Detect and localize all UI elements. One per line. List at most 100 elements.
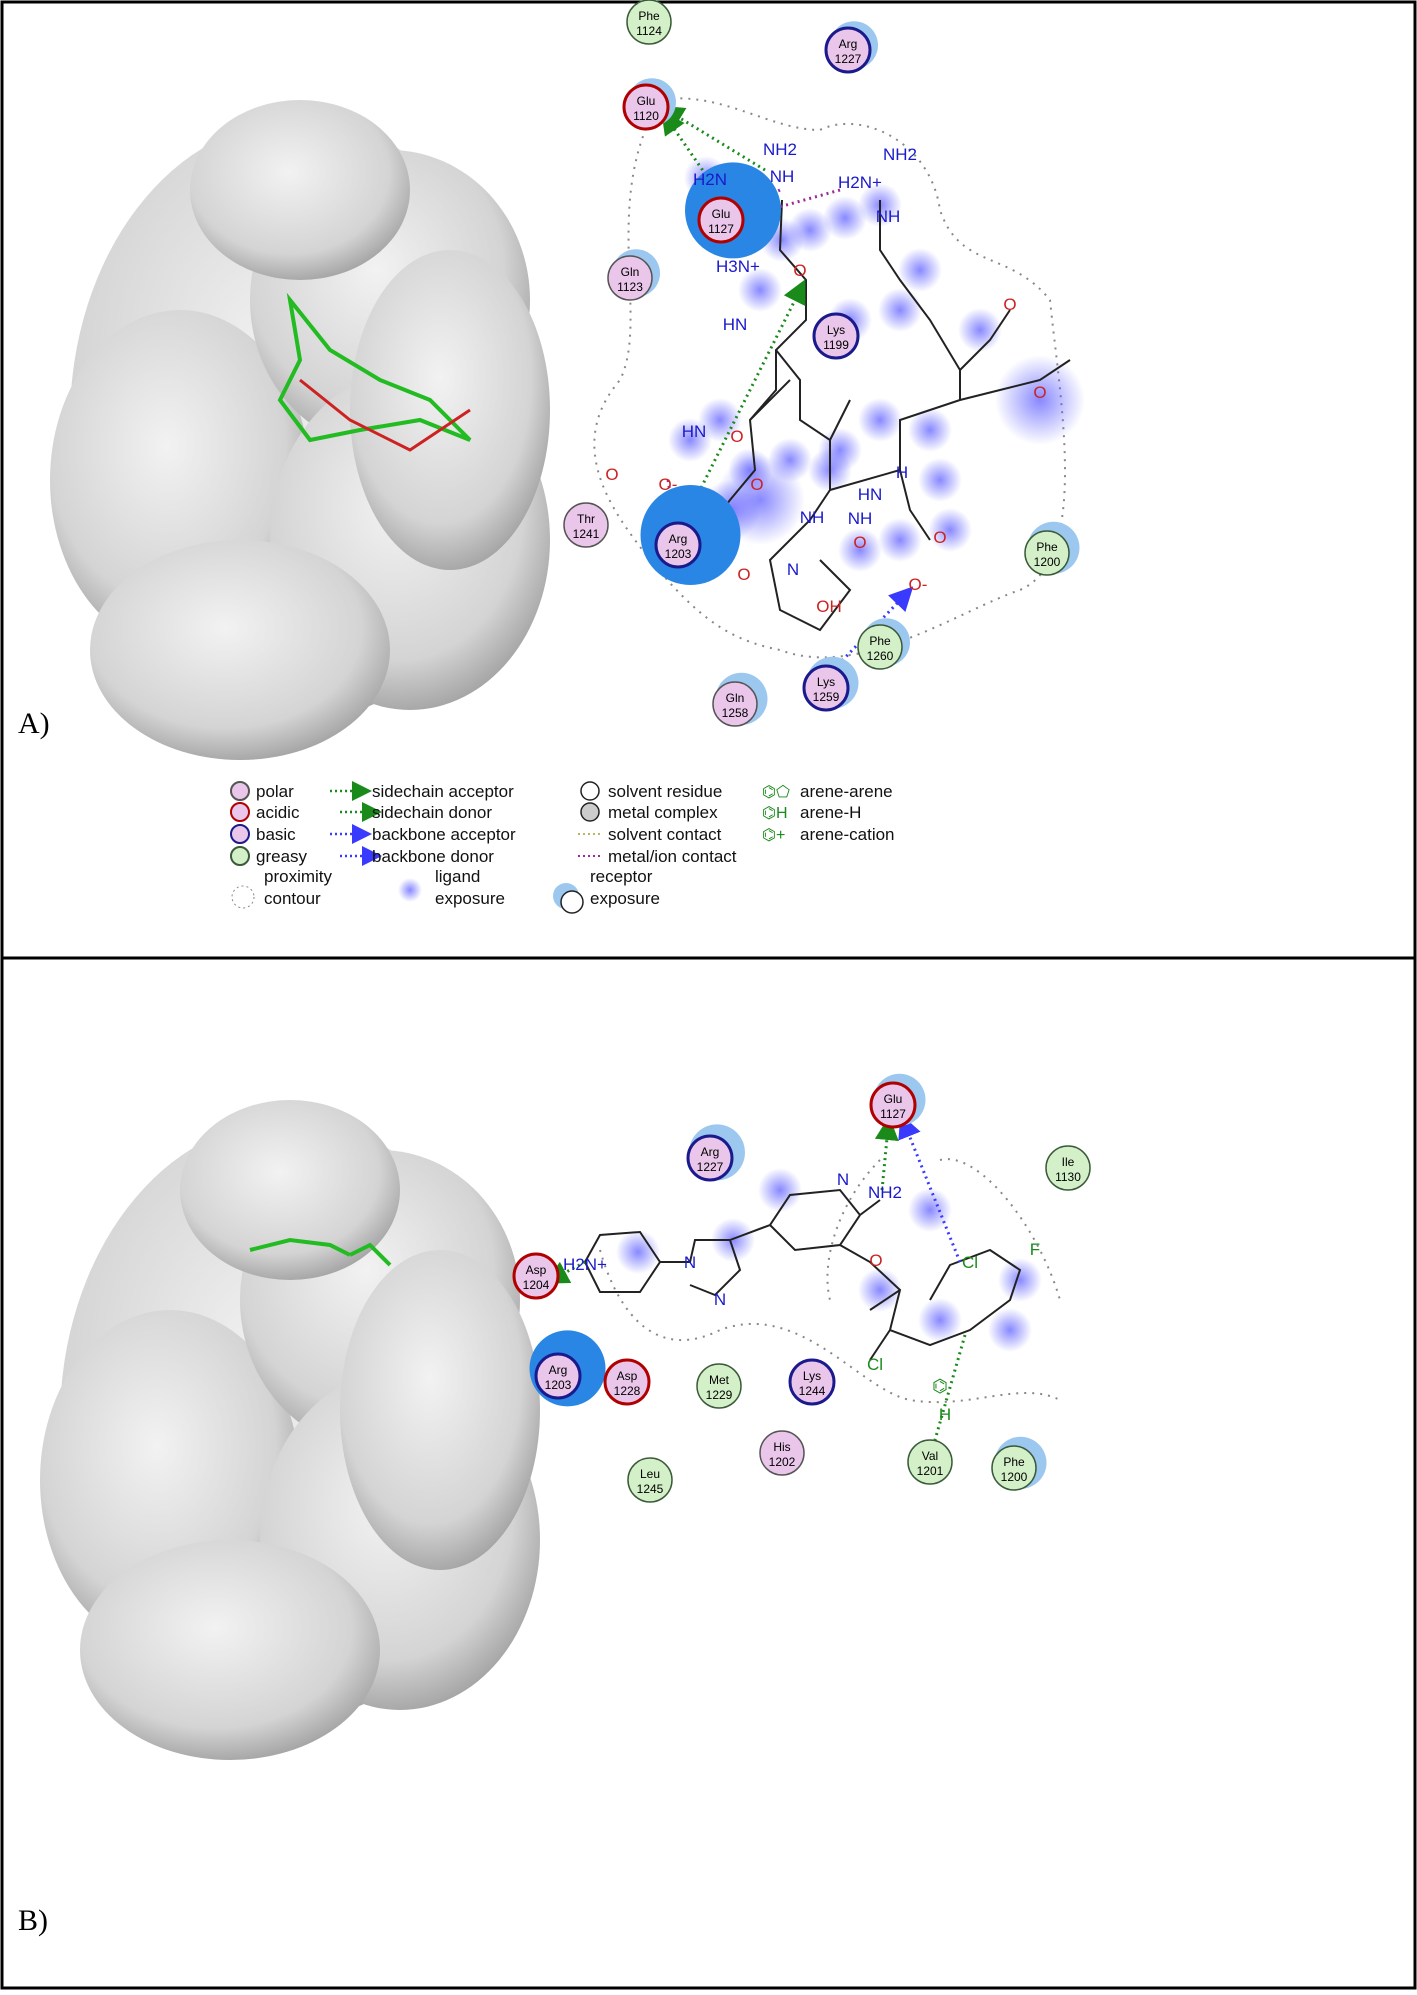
protein-surface	[340, 1250, 540, 1570]
atom-label: OH	[816, 597, 842, 616]
proximity-contour	[599, 1158, 1061, 1404]
residue-arg-1203[interactable]	[534, 1352, 582, 1400]
residue-asp-1204[interactable]	[512, 1252, 560, 1300]
residue-his-1202[interactable]	[759, 1430, 805, 1476]
residue-arg-1227[interactable]	[686, 1134, 734, 1182]
residue-arg-1203[interactable]	[654, 521, 702, 569]
residue-gln-1123[interactable]	[607, 255, 653, 301]
residue-name: Phe	[1036, 540, 1058, 554]
residue-number: 1260	[867, 649, 894, 663]
interaction-line	[683, 279, 806, 521]
residue-thr-1241[interactable]	[563, 502, 609, 548]
arene-icon: ⌬H	[762, 805, 788, 822]
residue-name: Arg	[701, 1145, 720, 1159]
ligand-exposure	[823, 196, 867, 240]
residue-phe-1200[interactable]	[991, 1445, 1037, 1491]
residue-number: 1120	[633, 109, 659, 123]
residue-name: Gln	[621, 265, 640, 279]
atom-label: F	[1030, 1240, 1040, 1259]
residue-name: Met	[709, 1373, 730, 1387]
residue-name: Phe	[638, 9, 660, 23]
ligand-exposure	[908, 1188, 952, 1232]
atom-label: O	[793, 261, 806, 280]
interaction-line	[898, 1113, 962, 1263]
residue-leu-1245[interactable]	[627, 1457, 673, 1503]
legend-swatch-polar	[230, 781, 250, 801]
residue-phe-1260[interactable]	[857, 624, 903, 670]
legend-label: acidic	[256, 803, 300, 822]
ligand-bond	[299, 378, 471, 452]
ligand-exposure	[858, 1268, 902, 1312]
ligand-exposure-icon	[398, 878, 422, 902]
ligand-exposure	[668, 418, 712, 462]
residue-ile-1130[interactable]	[1045, 1145, 1091, 1191]
panel-b-label: B)	[18, 1904, 48, 1937]
atom-label: H2N	[693, 170, 727, 189]
residue-number: 1245	[637, 1482, 664, 1496]
atom-label: N	[837, 1170, 849, 1189]
residue-name: Glu	[712, 207, 731, 221]
residue-lys-1259[interactable]	[802, 664, 850, 712]
residue-name: Ile	[1062, 1155, 1075, 1169]
legend-label: contour	[264, 889, 321, 908]
residue-name: Lys	[817, 675, 835, 689]
residue-glu-1127[interactable]	[697, 196, 745, 244]
ligand-exposure	[711, 1218, 755, 1262]
protein-surface	[190, 100, 410, 280]
atom-label: NH2	[868, 1183, 902, 1202]
residue-asp-1228[interactable]	[603, 1358, 651, 1406]
ligand-exposure	[928, 508, 972, 552]
ligand-bond	[583, 1188, 1022, 1361]
protein-surface	[180, 1100, 400, 1280]
residue-gln-1258[interactable]	[712, 681, 758, 727]
residue-name: Thr	[577, 512, 595, 526]
legend-label: solvent contact	[608, 825, 722, 844]
residue-glu-1120[interactable]	[622, 83, 670, 131]
atom-label: O	[933, 528, 946, 547]
atom-label: NH	[770, 167, 795, 186]
residue-name: Glu	[637, 94, 656, 108]
residue-phe-1124[interactable]	[626, 0, 672, 45]
ligand-exposure	[898, 248, 942, 292]
receptor-exposure-icon	[560, 890, 584, 914]
ligand-bond	[349, 1242, 392, 1267]
legend-swatch-basic	[230, 824, 250, 844]
legend-label: sidechain donor	[372, 803, 492, 822]
atom-label: NH2	[883, 145, 917, 164]
residue-phe-1200[interactable]	[1024, 530, 1070, 576]
atom-label: NH2	[763, 140, 797, 159]
legend-label: metal/ion contact	[608, 847, 737, 866]
interaction-line	[661, 110, 708, 176]
arene-h-icon: ⌬	[932, 1376, 948, 1396]
ligand-exposure	[878, 288, 922, 332]
residue-number: 1244	[799, 1384, 826, 1398]
panel-a-label: A)	[18, 707, 50, 740]
protein-surface	[80, 1540, 380, 1760]
ligand-exposure	[998, 1258, 1042, 1302]
residue-val-1201[interactable]	[907, 1439, 953, 1485]
residue-name: Glu	[884, 1092, 903, 1106]
proximity-contour	[593, 97, 1066, 659]
residue-lys-1244[interactable]	[788, 1358, 836, 1406]
residue-lys-1199[interactable]	[812, 312, 860, 360]
residue-glu-1127[interactable]	[869, 1081, 917, 1129]
atom-label: NH	[876, 207, 901, 226]
residue-number: 1123	[617, 280, 643, 294]
residue-name: Arg	[549, 1363, 568, 1377]
residue-arg-1227[interactable]	[824, 26, 872, 74]
atom-label: N	[787, 560, 799, 579]
ligand-exposure	[838, 528, 882, 572]
ligand-bond	[277, 292, 472, 443]
residue-name: Leu	[640, 1467, 660, 1481]
legend-label: greasy	[256, 847, 308, 866]
atom-label: O	[750, 475, 763, 494]
residue-met-1229[interactable]	[696, 1363, 742, 1409]
atom-label: H	[939, 1405, 951, 1424]
atom-label: O	[853, 533, 866, 552]
atom-label: O	[605, 465, 618, 484]
